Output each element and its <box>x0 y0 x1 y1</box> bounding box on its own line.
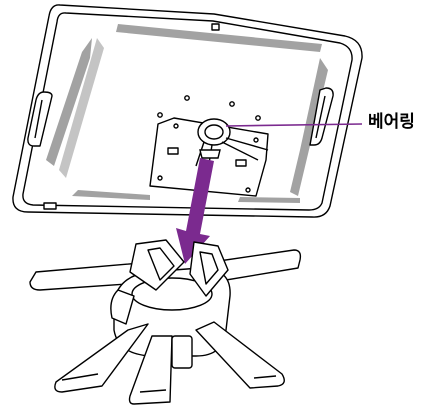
bearing-label: 베어링 <box>368 112 415 132</box>
display-back-panel <box>13 5 362 217</box>
stand-base <box>30 240 300 404</box>
